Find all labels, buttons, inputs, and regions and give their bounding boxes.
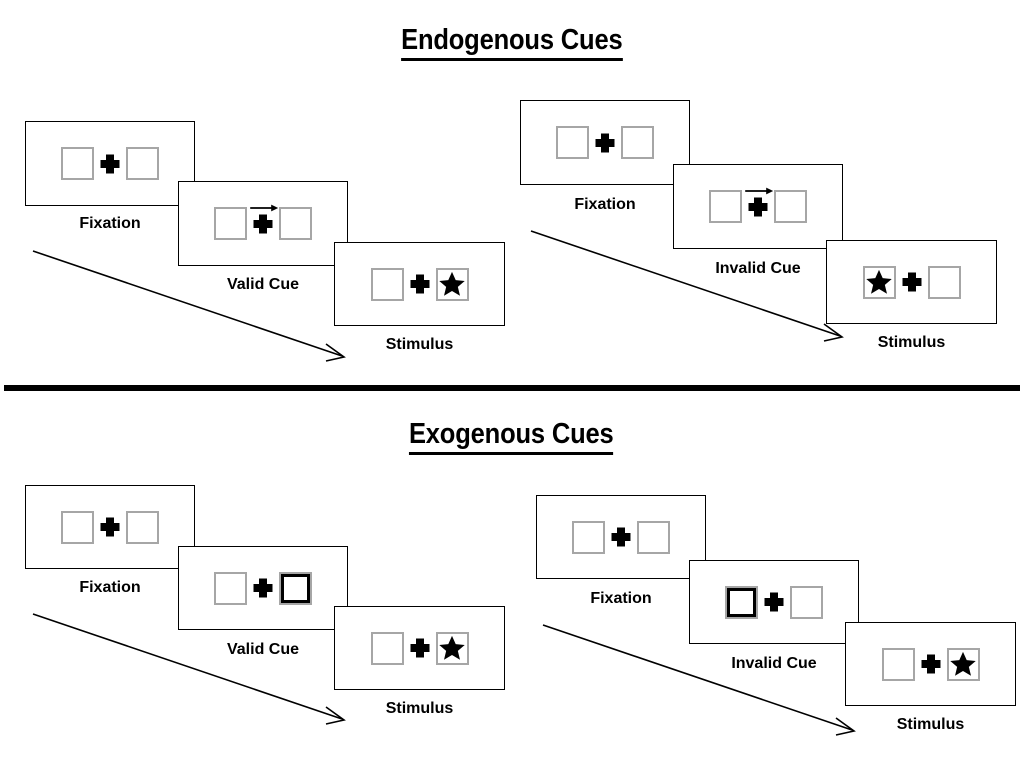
fixation-cross-icon — [94, 147, 126, 180]
target-box-left — [862, 265, 896, 299]
placeholder-box-right — [927, 265, 961, 299]
peripheral-cue-box-left — [725, 585, 758, 619]
panel-content — [335, 607, 504, 689]
target-box-right — [946, 647, 980, 681]
panel-content — [26, 122, 194, 205]
panel-content — [521, 101, 689, 184]
panel-content — [846, 623, 1015, 705]
section-title-exogenous: Exogenous Cues — [0, 418, 1023, 455]
fixation-cross-icon — [247, 204, 279, 240]
arrow-right-cue-icon — [744, 186, 774, 196]
section-title-endogenous-text: Endogenous Cues — [400, 24, 622, 61]
fixation-cross-icon — [605, 521, 637, 554]
placeholder-box-left — [214, 207, 247, 240]
panel-endogenous-valid-cue[interactable] — [178, 181, 348, 266]
placeholder-box-left — [61, 510, 94, 544]
fixation-cross-icon — [247, 572, 279, 605]
panel-endogenous-invalid-fixation[interactable] — [520, 100, 690, 185]
panel-content — [26, 486, 194, 568]
panel-content — [690, 561, 858, 643]
target-box-right — [435, 631, 469, 665]
panel-endogenous-invalid-stimulus[interactable] — [826, 240, 997, 324]
panel-content — [537, 496, 705, 578]
caption-endogenous-valid-cue: Valid Cue — [226, 276, 300, 293]
placeholder-box-left — [370, 267, 404, 301]
placeholder-box-right — [279, 207, 312, 240]
placeholder-box-right — [126, 510, 159, 544]
panel-endogenous-invalid-cue[interactable] — [673, 164, 843, 249]
panel-exogenous-invalid-fixation[interactable] — [536, 495, 706, 579]
placeholder-box-right — [790, 585, 823, 619]
placeholder-box-right — [126, 147, 159, 180]
panel-exogenous-invalid-stimulus[interactable] — [845, 622, 1016, 706]
fixation-cross-icon — [404, 268, 436, 301]
caption-exogenous-invalid-stimulus: Stimulus — [896, 716, 965, 733]
section-title-endogenous: Endogenous Cues — [0, 24, 1023, 61]
placeholder-box-left — [556, 126, 589, 159]
panel-content — [179, 182, 347, 265]
star-target-icon — [439, 635, 466, 662]
fixation-cross-icon — [742, 187, 774, 223]
panel-exogenous-valid-fixation[interactable] — [25, 485, 195, 569]
panel-exogenous-valid-stimulus[interactable] — [334, 606, 505, 690]
fixation-cross-icon — [896, 266, 928, 299]
panel-content — [179, 547, 347, 629]
panel-content — [674, 165, 842, 248]
panel-endogenous-valid-fixation[interactable] — [25, 121, 195, 206]
caption-exogenous-valid-fixation: Fixation — [79, 579, 141, 596]
panel-endogenous-valid-stimulus[interactable] — [334, 242, 505, 326]
target-box-right — [435, 267, 469, 301]
fixation-cross-icon — [758, 586, 790, 619]
star-target-icon — [950, 651, 977, 678]
caption-endogenous-invalid-cue: Invalid Cue — [715, 260, 801, 277]
star-target-icon — [439, 271, 466, 298]
placeholder-box-right — [774, 190, 807, 223]
panel-exogenous-invalid-cue[interactable] — [689, 560, 859, 644]
caption-exogenous-invalid-fixation: Fixation — [590, 590, 652, 607]
caption-endogenous-invalid-stimulus: Stimulus — [877, 334, 946, 351]
section-title-exogenous-text: Exogenous Cues — [409, 418, 614, 455]
placeholder-box-left — [881, 647, 915, 681]
panel-content — [827, 241, 996, 323]
caption-exogenous-valid-cue: Valid Cue — [226, 641, 300, 658]
panel-exogenous-valid-cue[interactable] — [178, 546, 348, 630]
placeholder-box-left — [214, 571, 247, 605]
placeholder-box-left — [370, 631, 404, 665]
fixation-cross-icon — [589, 126, 621, 159]
time-arrow-endogenous-valid — [30, 248, 355, 368]
caption-endogenous-invalid-fixation: Fixation — [574, 196, 636, 213]
placeholder-box-left — [572, 520, 605, 554]
caption-endogenous-valid-stimulus: Stimulus — [385, 336, 454, 353]
placeholder-box-right — [637, 520, 670, 554]
arrow-right-cue-icon — [249, 203, 279, 213]
panel-content — [335, 243, 504, 325]
star-target-icon — [866, 269, 893, 296]
section-divider — [4, 385, 1020, 391]
placeholder-box-right — [621, 126, 654, 159]
fixation-cross-icon — [404, 632, 436, 665]
fixation-cross-icon — [915, 648, 947, 681]
peripheral-cue-box-right — [279, 571, 312, 605]
placeholder-box-left — [709, 190, 742, 223]
fixation-cross-icon — [94, 511, 126, 544]
caption-endogenous-valid-fixation: Fixation — [79, 215, 141, 232]
caption-exogenous-invalid-cue: Invalid Cue — [731, 655, 817, 672]
placeholder-box-left — [61, 147, 94, 180]
caption-exogenous-valid-stimulus: Stimulus — [385, 700, 454, 717]
